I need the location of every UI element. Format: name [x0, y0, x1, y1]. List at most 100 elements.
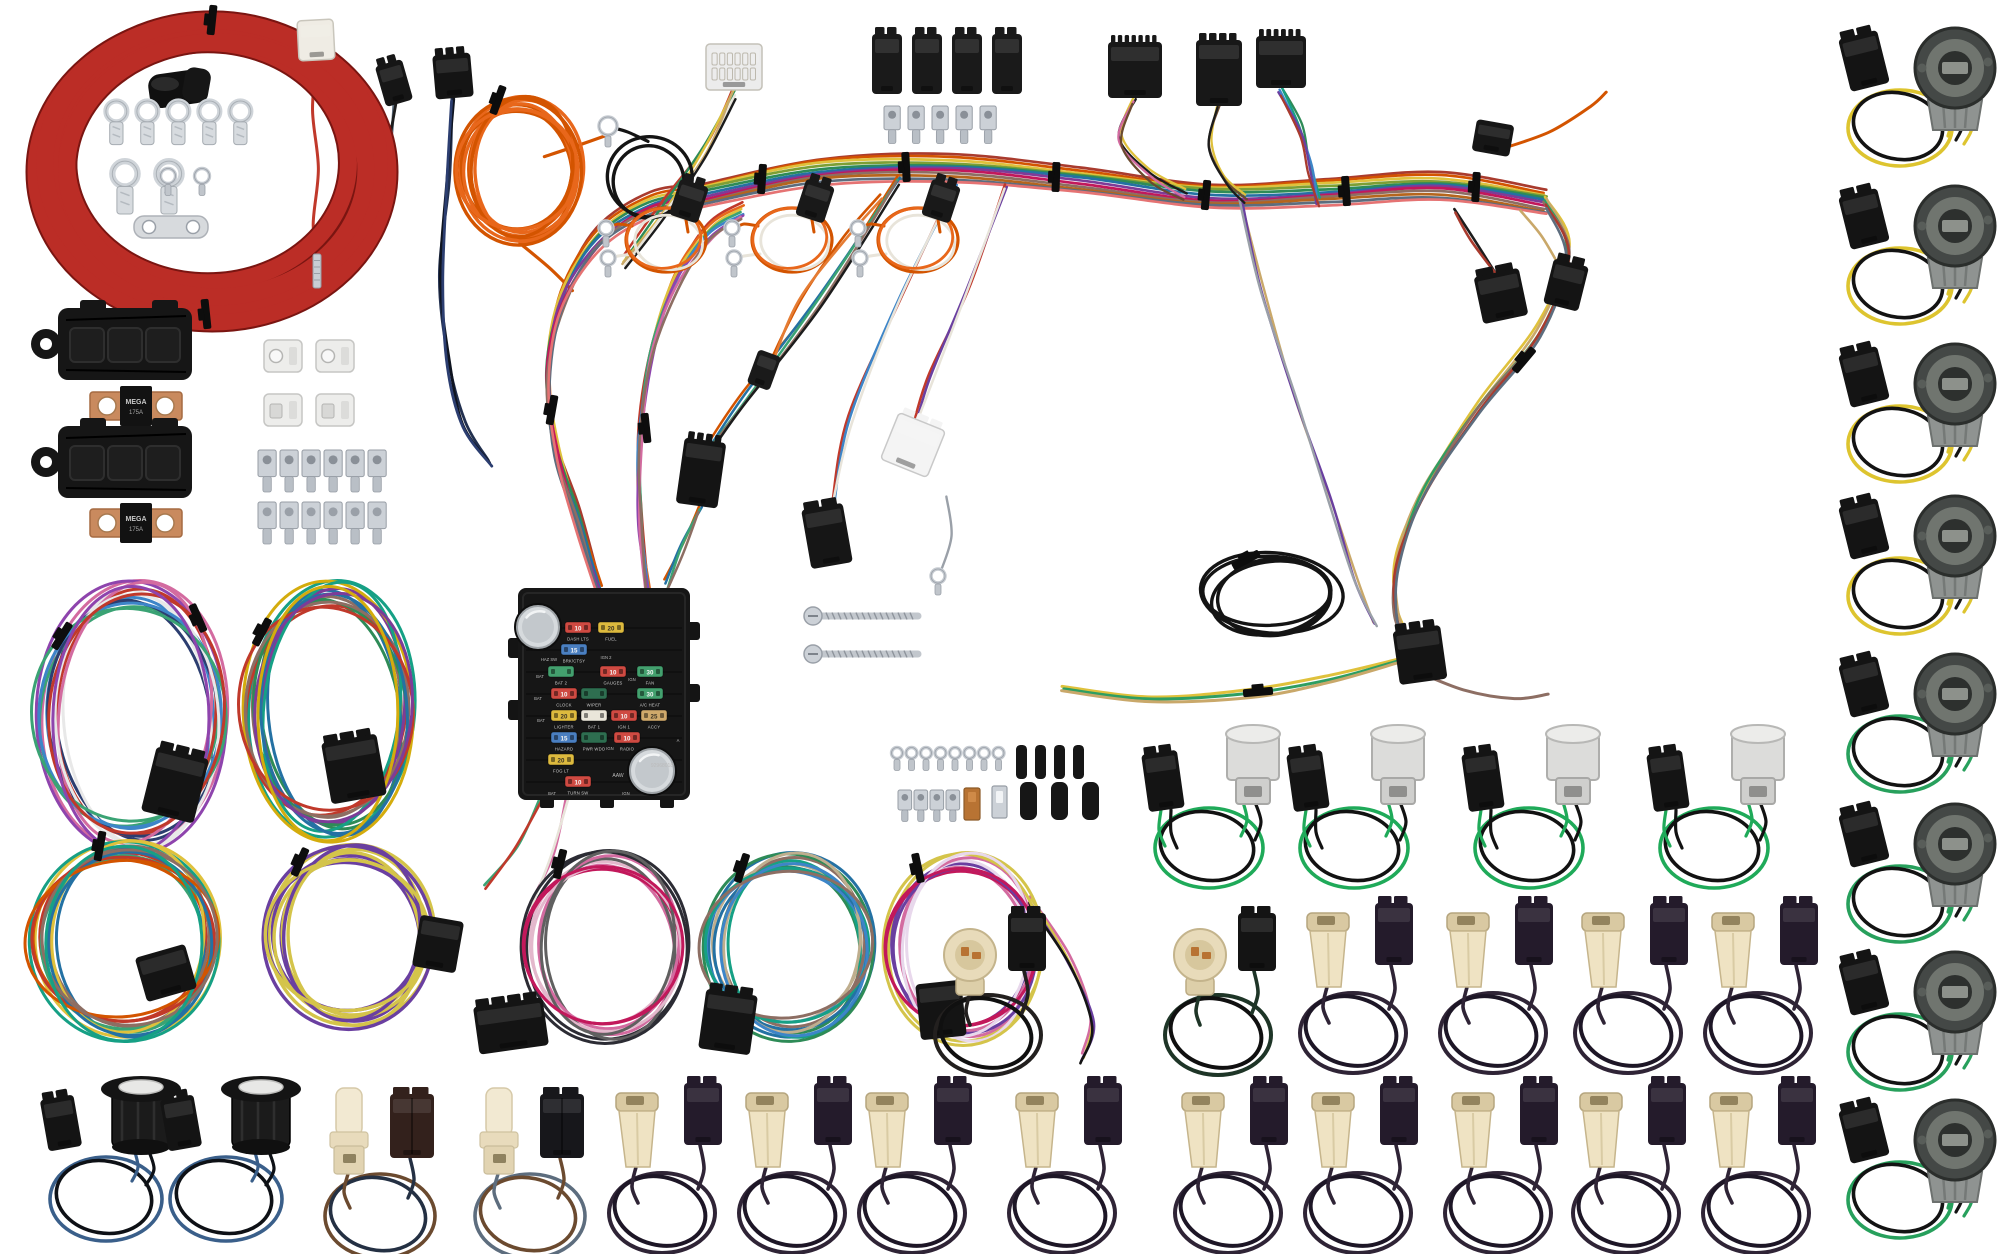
branch-to-clear-connector [910, 183, 1009, 438]
crimp-terminal-strip [897, 789, 961, 822]
engine-connector-2 [1474, 262, 1528, 324]
connector-fan-1 [1117, 95, 1188, 201]
zip-tie [188, 603, 208, 633]
braided-ground-wire [938, 495, 953, 575]
bottom-wedge-socket-2 [737, 1076, 852, 1254]
tail-light-socket-7 [1838, 948, 1997, 1092]
harness-tail-drop [1391, 195, 1571, 657]
engine-connector-3 [1543, 252, 1589, 311]
connector-fan-3 [1277, 83, 1321, 208]
pigtail-blue-connector [432, 46, 474, 100]
svg-text:A: A [677, 738, 680, 743]
svg-text:175A: 175A [129, 527, 143, 533]
marker-socket-wedge-3 [1573, 896, 1688, 1075]
svg-text:HAZARD: HAZARD [555, 747, 573, 752]
svg-text:IGN 1: IGN 1 [618, 725, 630, 730]
engine-connector-wires-1 [1453, 207, 1500, 278]
engine-connector-1 [1472, 119, 1514, 157]
svg-text:ACCY: ACCY [648, 725, 660, 730]
zip-tie [897, 151, 911, 183]
pigtail-blue-wires [437, 94, 494, 468]
coil-blue-connector [141, 740, 209, 823]
svg-text:FOG LT: FOG LT [553, 769, 569, 774]
bottom-wedge-socket-6 [1303, 1076, 1418, 1254]
bottom-wedge-socket-1 [607, 1076, 722, 1254]
svg-text:PWR WDO: PWR WDO [583, 747, 606, 752]
marker-socket-wedge-1 [1298, 896, 1413, 1075]
svg-text:175A: 175A [129, 410, 143, 416]
mounting-screw-1 [803, 606, 922, 626]
zip-tie [203, 4, 218, 36]
svg-text:GAUGES: GAUGES [603, 681, 622, 686]
bottom-wedge-socket-3 [857, 1076, 972, 1254]
svg-text:30: 30 [647, 692, 654, 699]
zip-tie [290, 847, 310, 877]
tail-light-socket-2 [1838, 182, 1997, 326]
battery-terminal-boot [148, 67, 211, 108]
tail-lateral-wires [1060, 656, 1403, 704]
heat-shrink-tubes-large [1020, 782, 1099, 820]
mega-fuse-holder-2 [31, 418, 192, 498]
svg-text:IGN: IGN [606, 746, 613, 751]
cream-bulb-socket-1 [323, 1087, 437, 1254]
svg-text:BAT 2: BAT 2 [555, 681, 568, 686]
orange-lead-ring-terminal [597, 115, 619, 148]
svg-text:10: 10 [610, 670, 617, 677]
spade-terminal-grid [257, 449, 387, 545]
svg-text:BAT 1: BAT 1 [588, 725, 601, 730]
engine-lead-loop-1 [597, 172, 709, 278]
svg-text:IGN: IGN [628, 677, 635, 682]
bottom-wedge-socket-7 [1443, 1076, 1558, 1254]
zip-tie [753, 163, 767, 195]
svg-text:HAZ SW: HAZ SW [541, 657, 557, 662]
orange-branch-up [768, 193, 884, 366]
bottom-wedge-socket-8 [1571, 1076, 1686, 1254]
zip-tie [51, 621, 73, 651]
ring-terminal-strip [889, 745, 1006, 771]
svg-text:10: 10 [561, 692, 568, 699]
multipin-connector-3 [1256, 29, 1306, 88]
zip-tie [550, 848, 568, 880]
dash-wire-coil-blue-pink [30, 578, 230, 856]
coil-pink-black [519, 849, 691, 1045]
svg-text:25: 25 [651, 714, 658, 721]
engine-lead-loop-2 [723, 172, 835, 278]
zip-tie [543, 394, 559, 426]
zip-tie [637, 412, 652, 444]
harness-main-trunk [696, 152, 1549, 216]
svg-text:TURN SW: TURN SW [568, 791, 589, 796]
svg-text:MEGA: MEGA [126, 516, 147, 523]
center-connector-mid [801, 497, 853, 569]
battery-cable-coil [25, 10, 399, 333]
svg-text:FAN: FAN [646, 681, 655, 686]
zip-tie [252, 617, 272, 647]
mega-fuse-2: MEGA 175A [89, 503, 183, 543]
svg-text:CLOCK: CLOCK [556, 703, 571, 708]
marker-socket-round-1 [933, 906, 1046, 1077]
svg-text:20: 20 [558, 758, 565, 765]
marker-socket-round-2 [1163, 906, 1276, 1077]
spade-terminals-top-row [883, 105, 997, 144]
svg-text:20: 20 [561, 714, 568, 721]
tail-light-socket-8 [1838, 1096, 1997, 1240]
svg-text:IGN: IGN [622, 791, 629, 796]
coil1-connector [135, 944, 197, 1002]
fusible-link-terminal-pin [312, 253, 322, 289]
coil4-connector [698, 982, 758, 1055]
zip-tie [197, 298, 212, 330]
svg-text:BAT: BAT [537, 718, 545, 723]
svg-text:92968018: 92968018 [651, 763, 673, 769]
marker-socket-wedge-4 [1703, 896, 1818, 1075]
svg-text:10: 10 [575, 780, 582, 787]
zip-tie [488, 85, 507, 115]
tail-light-socket-4 [1838, 492, 1997, 636]
zip-tie [1242, 683, 1274, 698]
orange-wire-coil [453, 94, 586, 247]
black-connector-row [872, 27, 1022, 94]
svg-text:A/C HEAT: A/C HEAT [640, 703, 661, 708]
coil-green-blue [697, 851, 877, 1043]
svg-text:BAT: BAT [548, 791, 556, 796]
fusebox-drop-wires-1 [483, 796, 544, 891]
